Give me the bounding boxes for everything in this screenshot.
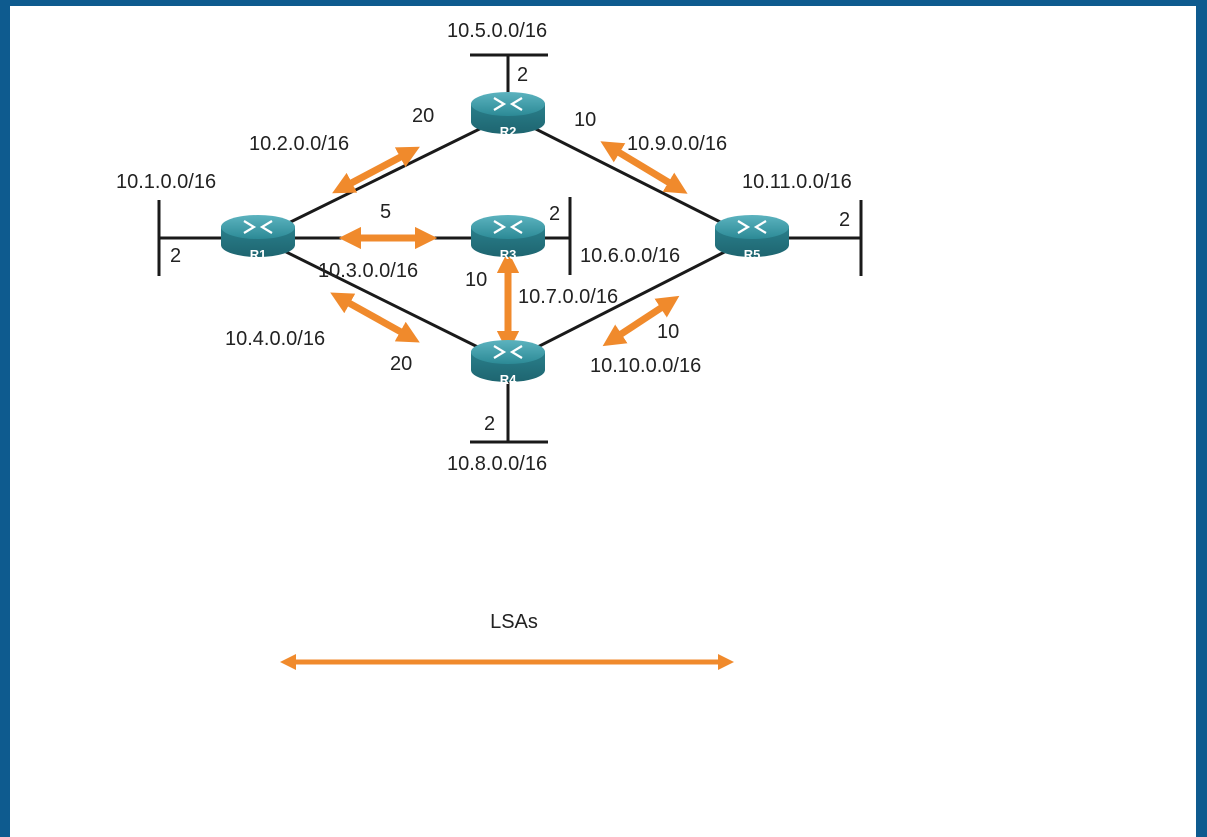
network-label-10-3: 10.3.0.0/16 bbox=[318, 260, 418, 282]
network-label-10-7: 10.7.0.0/16 bbox=[518, 286, 618, 308]
router-r2[interactable]: R2 bbox=[469, 90, 547, 139]
network-label-10-11: 10.11.0.0/16 bbox=[742, 171, 852, 193]
router-label-r3: R3 bbox=[500, 247, 517, 262]
router-r1[interactable]: R1 bbox=[219, 213, 297, 262]
router-label-r2: R2 bbox=[500, 124, 517, 139]
cost-r3-lan: 2 bbox=[549, 203, 560, 225]
cost-r4-r5: 10 bbox=[657, 321, 679, 343]
lsa-arrows bbox=[279, 141, 735, 671]
network-label-10-9: 10.9.0.0/16 bbox=[627, 133, 727, 155]
cost-r2-lan: 2 bbox=[517, 64, 528, 86]
router-r3[interactable]: R3 bbox=[469, 213, 547, 262]
cost-r5-lan: 2 bbox=[839, 209, 850, 231]
router-r5[interactable]: R5 bbox=[713, 213, 791, 262]
lsa-arrow-r4-r5 bbox=[602, 295, 680, 347]
network-label-10-1: 10.1.0.0/16 bbox=[116, 171, 216, 193]
lsa-arrow-r1-r2 bbox=[332, 146, 420, 194]
router-label-r1: R1 bbox=[250, 247, 267, 262]
cost-r1-r4: 20 bbox=[390, 353, 412, 375]
cost-r1-r2: 20 bbox=[412, 105, 434, 127]
cost-r1-lan: 2 bbox=[170, 245, 181, 267]
network-label-10-8: 10.8.0.0/16 bbox=[447, 453, 547, 475]
network-label-10-10: 10.10.0.0/16 bbox=[590, 355, 701, 377]
diagram-canvas: R1 R2 R3 R4 R5 10.1.0.0/16 10.2.0.0/16 bbox=[10, 6, 1196, 837]
network-label-10-5: 10.5.0.0/16 bbox=[447, 20, 547, 42]
lsa-arrow-r2-r5 bbox=[600, 141, 688, 194]
router-r4[interactable]: R4 bbox=[469, 338, 547, 387]
cost-r3-r4: 10 bbox=[465, 269, 487, 291]
cost-r2-r5: 10 bbox=[574, 109, 596, 131]
network-labels: 10.1.0.0/16 10.2.0.0/16 10.3.0.0/16 10.4… bbox=[116, 20, 852, 475]
cost-r4-lan: 2 bbox=[484, 413, 495, 435]
router-label-r5: R5 bbox=[744, 247, 761, 262]
network-label-10-2: 10.2.0.0/16 bbox=[249, 133, 349, 155]
lsa-arrow-r1-r4 bbox=[330, 292, 420, 343]
cost-r1-r3: 5 bbox=[380, 201, 391, 223]
router-label-r4: R4 bbox=[500, 372, 517, 387]
network-label-10-6: 10.6.0.0/16 bbox=[580, 245, 680, 267]
network-label-10-4: 10.4.0.0/16 bbox=[225, 328, 325, 350]
lsa-legend-label: LSAs bbox=[490, 611, 538, 633]
cost-labels: 20 10 5 10 20 10 2 2 2 2 2 bbox=[170, 64, 850, 435]
ospf-topology-diagram: R1 R2 R3 R4 R5 10.1.0.0/16 10.2.0.0/16 bbox=[116, 20, 863, 671]
